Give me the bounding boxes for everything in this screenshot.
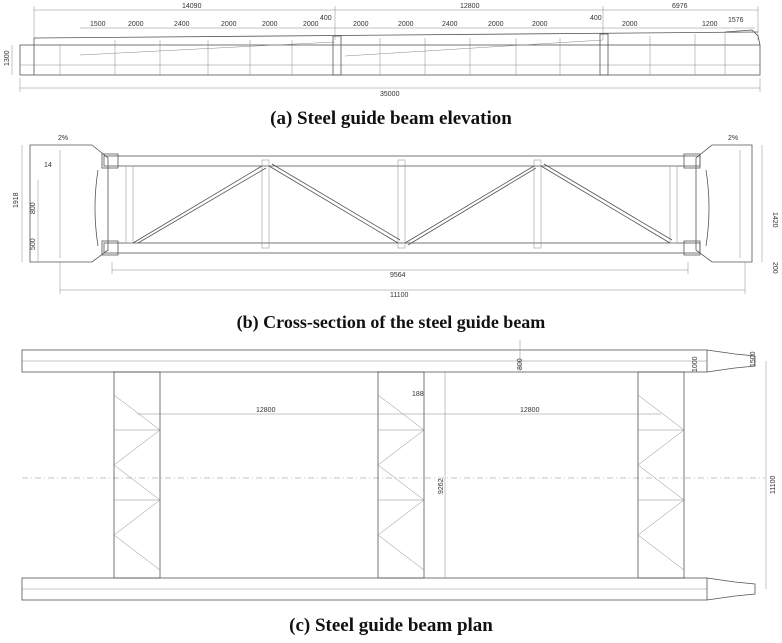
elev-sub-dim: 2000 — [221, 21, 237, 28]
elev-sub-dim: 2000 — [398, 21, 414, 28]
elev-sub-dim: 2000 — [303, 21, 319, 28]
elev-dim-14090: 14090 — [182, 3, 202, 10]
elev-dim-6976: 6976 — [672, 3, 688, 10]
cross-section-drawing — [21, 144, 763, 294]
elev-sub-dim: 2400 — [174, 21, 190, 28]
dim-800-b: 800 — [30, 202, 37, 214]
plan-dim-1000: 1000 — [692, 356, 699, 372]
caption-a: (a) Steel guide beam elevation — [270, 108, 512, 129]
dim-500: 500 — [30, 238, 37, 250]
elev-sub-dim: 1576 — [728, 17, 744, 24]
height-1918: 1918 — [13, 192, 20, 208]
slope-right: 2% — [728, 135, 738, 142]
plan-dim-1500: 1500 — [750, 351, 757, 367]
dim-200: 200 — [771, 262, 778, 274]
elev-sub-dim: 2000 — [262, 21, 278, 28]
elev-sub-dim: 2000 — [353, 21, 369, 28]
plan-dim-11100: 11100 — [770, 475, 777, 494]
elev-sub-dim: 1500 — [90, 21, 106, 28]
plan-span-right: 12800 — [520, 407, 540, 414]
elev-sub-dim: 2000 — [488, 21, 504, 28]
plan-dim-9262: 9262 — [438, 478, 445, 494]
elev-dim-12800: 12800 — [460, 3, 480, 10]
elev-sub-dim: 2400 — [442, 21, 458, 28]
caption-b: (b) Cross-section of the steel guide bea… — [237, 312, 546, 333]
plan-span-left: 12800 — [256, 407, 276, 414]
plan-dim-800: 800 — [517, 358, 524, 370]
elevation-drawing — [11, 6, 761, 92]
plan-drawing — [21, 340, 767, 601]
elev-sub-dim: 2000 — [532, 21, 548, 28]
caption-c: (c) Steel guide beam plan — [289, 615, 493, 636]
height-1420: 1420 — [771, 212, 778, 228]
elev-sub-dim: 1200 — [702, 21, 718, 28]
elev-dim-400b: 400 — [590, 15, 602, 22]
elev-sub-dim: 2000 — [128, 21, 144, 28]
dim-14: 14 — [44, 162, 52, 169]
elev-sub-dim: 2000 — [622, 21, 638, 28]
elev-dim-400a: 400 — [320, 15, 332, 22]
width-11100: 11100 — [390, 292, 409, 299]
elev-height-dim: 1300 — [4, 50, 11, 66]
width-9564: 9564 — [390, 272, 406, 279]
plan-dim-188: 188 — [412, 391, 424, 398]
elev-total-dim: 35000 — [380, 91, 400, 98]
slope-left: 2% — [58, 135, 68, 142]
